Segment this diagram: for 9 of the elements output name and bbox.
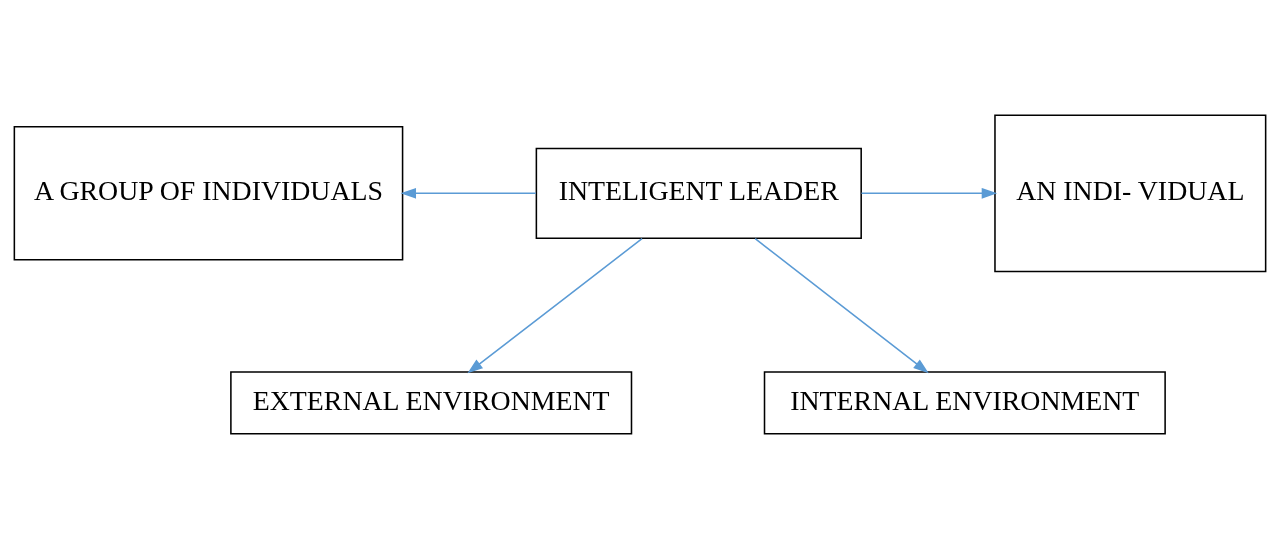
node-box: AN INDI- VIDUAL [994,113,1267,272]
arrow [754,237,929,373]
arrow [860,187,998,199]
node-box: INTELIGENT LEADER [535,147,862,239]
arrow [467,237,643,373]
node-box: A GROUP OF INDIVIDUALS [13,125,404,261]
node-box: EXTERNAL ENVIRONMENT [230,370,633,435]
node-box: INTERNAL ENVIRONMENT [763,370,1166,435]
arrow [400,187,537,199]
